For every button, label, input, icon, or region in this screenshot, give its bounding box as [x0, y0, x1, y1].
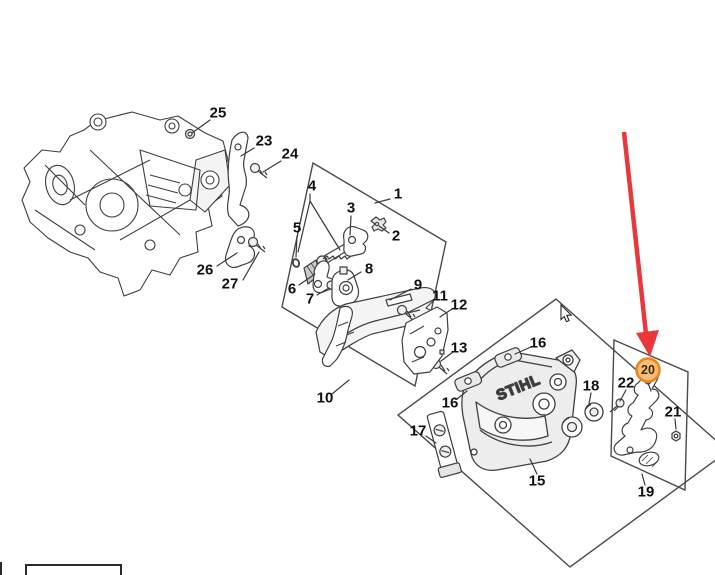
part-art-2 [370, 216, 387, 232]
callout-7[interactable]: 7 [305, 290, 315, 308]
callout-20-highlighted[interactable]: 20 [641, 362, 655, 377]
part-art-12 [401, 306, 449, 375]
highlight-arrow [621, 131, 659, 357]
part-art-26 [224, 226, 256, 268]
callout-16b[interactable]: 16 [441, 394, 459, 412]
callout-11[interactable]: 11 [432, 287, 448, 305]
cropped-bottom-box [25, 564, 122, 575]
part-art-engine-housing [21, 111, 231, 297]
callout-22[interactable]: 22 [617, 374, 635, 392]
part-art-19 [613, 370, 660, 468]
part-art-18 [561, 402, 604, 438]
part-art-27 [247, 236, 266, 253]
part-art-8 [331, 266, 360, 307]
callout-1[interactable]: 1 [393, 185, 403, 203]
callout-19[interactable]: 19 [637, 483, 655, 501]
group-border-handle-parts [281, 161, 447, 388]
group-border-chain-catcher [610, 338, 689, 492]
callout-18[interactable]: 18 [582, 377, 600, 395]
part-art-5 [291, 258, 301, 268]
callout-8[interactable]: 8 [364, 260, 374, 278]
callout-26[interactable]: 26 [196, 261, 214, 279]
part-art-3 [343, 226, 369, 257]
callout-2[interactable]: 2 [391, 227, 401, 245]
callout-13[interactable]: 13 [450, 339, 468, 357]
callout-23[interactable]: 23 [255, 132, 273, 150]
part-art-fasteners-left [184, 128, 268, 253]
callout-5[interactable]: 5 [292, 219, 302, 237]
part-art-16a [494, 347, 523, 368]
highlight-circle[interactable] [635, 357, 661, 383]
callout-24[interactable]: 24 [281, 145, 299, 163]
cropped-edge-line [0, 562, 2, 575]
callout-17[interactable]: 17 [409, 422, 427, 440]
callout-16a[interactable]: 16 [529, 334, 547, 352]
group-borders [281, 161, 715, 568]
part-art-16b [454, 371, 483, 392]
part-art-11 [396, 304, 416, 321]
part-art-22 [609, 398, 625, 413]
callout-9[interactable]: 9 [413, 276, 423, 294]
callout-4[interactable]: 4 [307, 177, 317, 195]
callout-21[interactable]: 21 [664, 403, 682, 421]
callout-25[interactable]: 25 [209, 104, 227, 122]
mouse-cursor [560, 303, 573, 323]
part-art-23 [226, 131, 250, 227]
part-art-24 [249, 162, 268, 179]
callout-3[interactable]: 3 [346, 199, 356, 217]
part-art-17 [426, 410, 462, 478]
part-art-10 [321, 305, 353, 367]
callout-10[interactable]: 10 [316, 389, 334, 407]
group-border-cover-assembly [396, 298, 715, 568]
callout-27[interactable]: 27 [221, 275, 239, 293]
callout-15[interactable]: 15 [528, 472, 546, 490]
leader-lines [191, 119, 677, 486]
part-art-21 [671, 430, 681, 442]
callout-12[interactable]: 12 [450, 296, 468, 314]
callout-6[interactable]: 6 [287, 280, 297, 298]
part-art-15: STIHL [461, 349, 581, 472]
